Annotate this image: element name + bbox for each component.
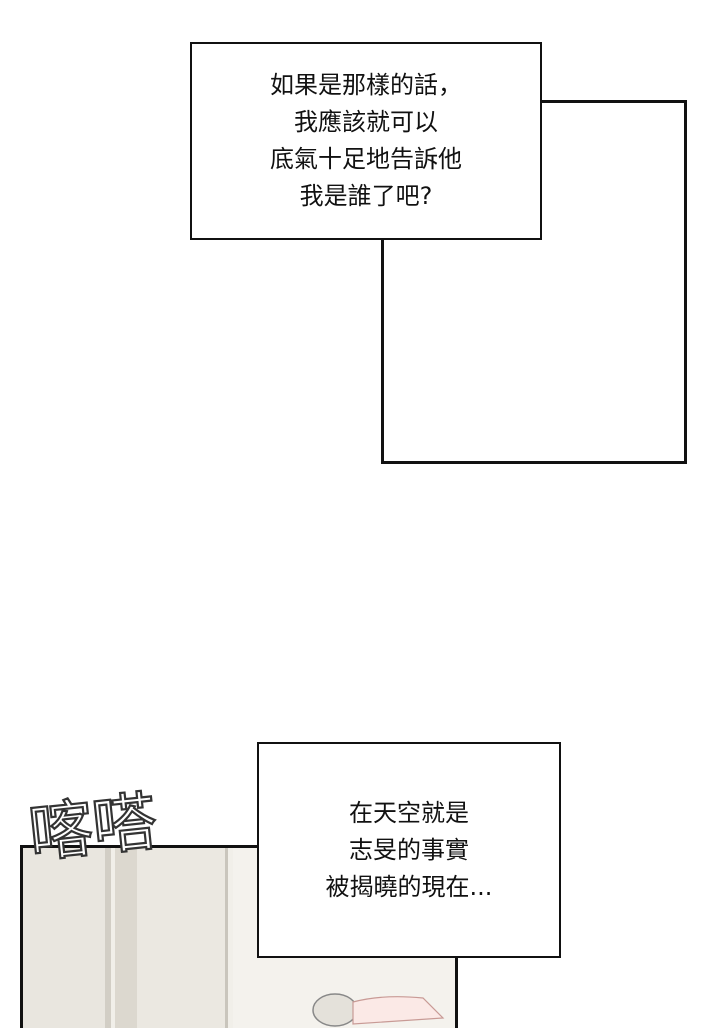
door-line xyxy=(225,848,228,1028)
narration-line: 志旻的事實 xyxy=(348,835,469,864)
narration-line: 在天空就是 xyxy=(348,798,469,827)
sound-effect: 喀嗒 xyxy=(30,784,161,873)
door-edge xyxy=(115,848,137,1028)
narration-line: 我應該就可以 xyxy=(294,108,438,136)
narration-line: 我是誰了吧? xyxy=(299,182,433,210)
hand-on-knob-illustration xyxy=(312,993,445,1027)
narration-box-top: 如果是那樣的話， 我應該就可以 底氣十足地告訴他 我是誰了吧? xyxy=(190,42,542,240)
narration-line: 底氣十足地告訴他 xyxy=(270,145,462,173)
narration-box-bottom: 在天空就是 志旻的事實 被揭曉的現在... xyxy=(257,742,561,958)
narration-line: 如果是那樣的話， xyxy=(270,71,462,99)
narration-text-bottom: 在天空就是 志旻的事實 被揭曉的現在... xyxy=(326,795,493,906)
door-comic-panel xyxy=(20,845,458,1028)
narration-text-top: 如果是那樣的話， 我應該就可以 底氣十足地告訴他 我是誰了吧? xyxy=(270,67,462,215)
door-frame xyxy=(23,848,105,1028)
narration-line: 被揭曉的現在... xyxy=(325,872,493,901)
sound-effect-text: 喀嗒 xyxy=(30,785,160,872)
door-edge xyxy=(105,848,111,1028)
door-surface xyxy=(137,848,225,1028)
